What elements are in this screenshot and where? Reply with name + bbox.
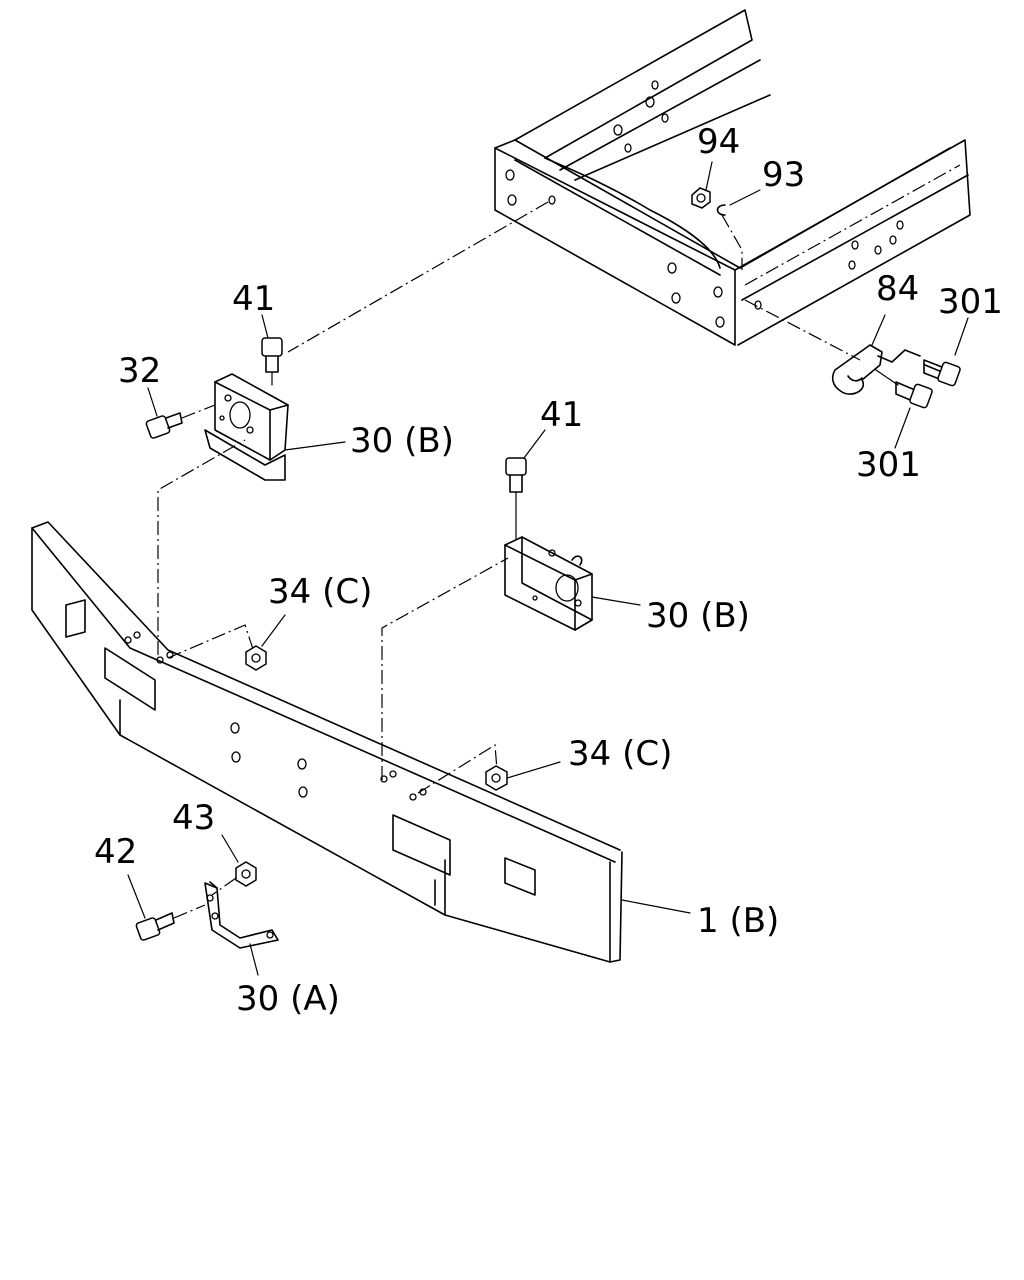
bolt-301-lower bbox=[875, 369, 933, 449]
bracket-30b-left bbox=[204, 373, 346, 481]
hook-centerline bbox=[744, 299, 861, 361]
label-part-84: 84 bbox=[876, 269, 919, 309]
tow-hook-84 bbox=[831, 314, 921, 395]
bolt-42 bbox=[127, 874, 206, 941]
label-part-301-lower: 301 bbox=[856, 445, 921, 485]
nut-34c-right bbox=[485, 761, 561, 791]
label-part-30a: 30 (A) bbox=[236, 979, 340, 1019]
label-part-34c-left: 34 (C) bbox=[268, 572, 372, 612]
assembly-line-nut-right bbox=[417, 743, 498, 794]
bolt-32 bbox=[145, 387, 216, 439]
label-part-41-upper: 41 bbox=[232, 279, 275, 319]
bumper-holes bbox=[124, 631, 427, 801]
label-part-41-lower: 41 bbox=[540, 395, 583, 435]
label-part-43: 43 bbox=[172, 798, 215, 838]
label-part-32: 32 bbox=[118, 351, 161, 391]
label-part-30b-left: 30 (B) bbox=[350, 421, 454, 461]
label-part-93: 93 bbox=[762, 155, 805, 195]
nut-94 bbox=[691, 161, 713, 209]
bumper-1b bbox=[31, 521, 691, 963]
bolt-41-lower bbox=[505, 429, 546, 541]
assembly-line-left bbox=[157, 439, 246, 655]
label-part-42: 42 bbox=[94, 832, 137, 872]
bracket-30a bbox=[204, 881, 279, 976]
label-part-94: 94 bbox=[697, 122, 740, 162]
label-part-1b: 1 (B) bbox=[697, 901, 779, 941]
label-part-30b-right: 30 (B) bbox=[646, 596, 750, 636]
assembly-line-nut-left bbox=[167, 624, 256, 659]
nut-34c-left bbox=[245, 614, 286, 671]
clip-93 bbox=[716, 189, 761, 270]
label-part-301-upper: 301 bbox=[938, 282, 1003, 322]
chassis-frame bbox=[494, 9, 971, 346]
mounting-centerline-upper bbox=[287, 201, 549, 353]
frame-holes bbox=[505, 80, 904, 328]
nut-43 bbox=[211, 834, 257, 896]
assembly-line-right bbox=[381, 557, 509, 780]
bolt-301-upper bbox=[923, 317, 969, 387]
label-part-34c-right: 34 (C) bbox=[568, 734, 672, 774]
bolt-41-upper bbox=[261, 314, 283, 386]
bracket-30b-right bbox=[504, 536, 641, 631]
